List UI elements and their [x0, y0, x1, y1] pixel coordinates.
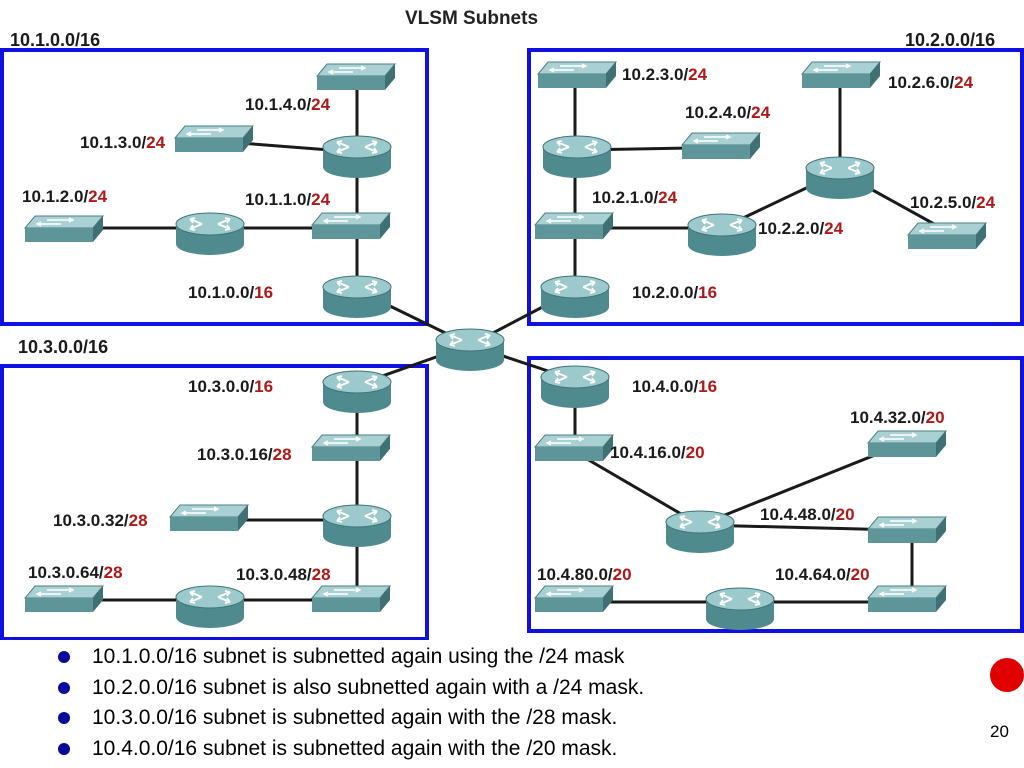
router-icon	[542, 135, 612, 179]
subnet-label: 10.2.0.0/16	[632, 283, 717, 302]
router-icon	[322, 370, 392, 414]
bullet-list: 10.1.0.0/16 subnet is subnetted again us…	[58, 642, 644, 764]
bullet-dot-icon	[58, 742, 70, 755]
bullet-dot-icon	[58, 681, 70, 694]
subnet-label: 10.4.32.0/20	[850, 408, 945, 427]
switch-icon	[174, 125, 254, 153]
router-icon	[540, 275, 610, 319]
router-icon	[175, 212, 245, 256]
router-icon	[322, 504, 392, 548]
subnet-label: 10.3.0.0/16	[188, 377, 273, 396]
network-box-10-3	[0, 364, 429, 640]
subnet-label: 10.2.5.0/24	[910, 193, 996, 212]
subnet-label: 10.1.2.0/24	[22, 187, 108, 206]
bullet-dot-icon	[58, 712, 70, 724]
subnet-label: 10.2.1.0/24	[592, 188, 678, 207]
router-icon	[322, 275, 392, 319]
subnet-label: 10.1.0.0/16	[188, 283, 273, 302]
subnet-label: 10.4.64.0/20	[775, 565, 870, 584]
switch-icon	[316, 63, 396, 91]
subnet-label: 10.3.0.16/28	[197, 445, 292, 464]
router-icon	[175, 585, 245, 629]
page-number: 20	[990, 722, 1009, 741]
switch-icon	[24, 585, 104, 613]
subnet-label: 10.2.6.0/24	[888, 73, 974, 92]
vlsm-topology-diagram: VLSM Subnets 10.1.0.0/16 10.2.0.0/16 10.…	[0, 8, 1024, 640]
switch-icon	[907, 222, 987, 250]
router-icon	[805, 156, 875, 200]
switch-icon	[534, 434, 614, 462]
subnet-label: 10.1.3.0/24	[80, 133, 166, 152]
switch-icon	[311, 434, 391, 462]
router-icon	[705, 587, 775, 631]
bullet-item: 10.2.0.0/16 subnet is also subnetted aga…	[58, 673, 644, 704]
subnet-label: 10.4.48.0/20	[760, 505, 855, 524]
switch-icon	[311, 212, 391, 240]
switch-icon	[24, 215, 104, 243]
router-icon	[540, 365, 610, 409]
subnet-label: 10.2.3.0/24	[622, 65, 708, 84]
router-icon	[322, 135, 392, 179]
switch-icon	[311, 585, 391, 613]
subnet-label: 10.3.0.32/28	[53, 511, 148, 530]
subnet-label: 10.4.0.0/16	[632, 377, 717, 396]
subnet-label: 10.2.4.0/24	[685, 103, 771, 122]
switch-icon	[169, 504, 249, 532]
subnet-label: 10.1.1.0/24	[245, 190, 331, 209]
diagram-title: VLSM Subnets	[405, 8, 538, 29]
router-icon	[665, 510, 735, 554]
switch-icon	[537, 61, 617, 89]
switch-icon	[867, 430, 947, 458]
switch-icon	[681, 132, 761, 160]
network-box-10-4	[527, 356, 1024, 633]
bullet-item: 10.4.0.0/16 subnet is subnetted again wi…	[58, 734, 644, 765]
switch-icon	[867, 585, 947, 613]
major-network-label: 10.1.0.0/16	[10, 30, 100, 50]
bullet-item: 10.1.0.0/16 subnet is subnetted again us…	[58, 642, 644, 673]
subnet-label: 10.3.0.64/28	[28, 563, 123, 582]
subnet-label: 10.4.16.0/20	[610, 443, 705, 462]
major-network-label: 10.2.0.0/16	[905, 30, 995, 50]
switch-icon	[534, 585, 614, 613]
subnet-label: 10.3.0.48/28	[236, 565, 331, 584]
bullet-item: 10.3.0.0/16 subnet is subnetted again wi…	[58, 703, 644, 734]
switch-icon	[801, 61, 881, 89]
bullet-dot-icon	[58, 651, 70, 663]
network-box-10-2	[527, 48, 1024, 326]
switch-icon	[867, 516, 947, 544]
subnet-label: 10.4.80.0/20	[537, 565, 632, 584]
subnet-label: 10.2.2.0/24	[758, 219, 844, 238]
major-network-label: 10.3.0.0/16	[18, 337, 108, 357]
router-icon	[687, 213, 757, 257]
network-box-10-1	[0, 48, 429, 326]
switch-icon	[534, 212, 614, 240]
red-dot-icon	[990, 658, 1024, 692]
core-router-icon	[435, 328, 505, 372]
subnet-label: 10.1.4.0/24	[245, 95, 331, 114]
